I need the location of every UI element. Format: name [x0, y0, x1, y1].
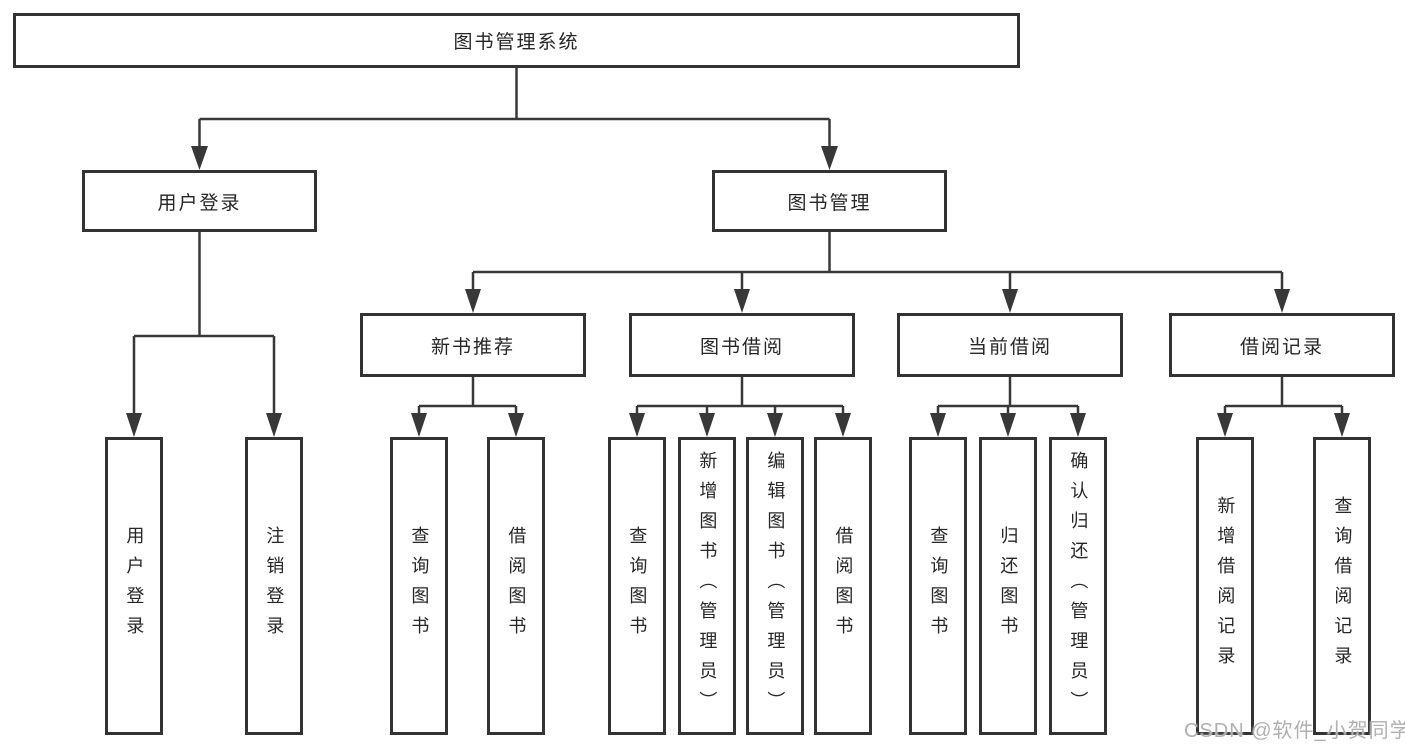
leaf-query-borrow-record-label: 查询借阅记录 — [1332, 496, 1353, 676]
leaf-query-books-borrow: 查询图书 — [608, 437, 666, 735]
node-book-borrowing-label: 图书借阅 — [699, 336, 784, 358]
leaf-return-books: 归还图书 — [979, 437, 1037, 735]
leaf-edit-books-admin-label: 编辑图书（管理员） — [765, 451, 786, 721]
leaf-add-books-admin-label: 新增图书（管理员） — [697, 451, 718, 721]
node-borrowing-records: 借阅记录 — [1169, 313, 1395, 377]
leaf-query-books-recommend-label: 查询图书 — [409, 526, 430, 646]
node-user-login-branch-label: 用户登录 — [157, 192, 242, 214]
leaf-query-books-recommend: 查询图书 — [390, 437, 448, 735]
leaf-query-borrow-record: 查询借阅记录 — [1313, 437, 1371, 735]
leaf-borrow-books-recommend: 借阅图书 — [487, 437, 545, 735]
node-new-book-recommend-label: 新书推荐 — [430, 336, 515, 358]
node-book-management-label: 图书管理 — [787, 192, 872, 214]
node-current-borrowing-label: 当前借阅 — [967, 336, 1052, 358]
leaf-query-books-current: 查询图书 — [909, 437, 967, 735]
leaf-return-books-label: 归还图书 — [998, 526, 1019, 646]
leaf-borrow-books-recommend-label: 借阅图书 — [506, 526, 527, 646]
leaf-borrow-books: 借阅图书 — [814, 437, 872, 735]
leaf-query-books-borrow-label: 查询图书 — [627, 526, 648, 646]
leaf-add-borrow-record: 新增借阅记录 — [1196, 437, 1254, 735]
leaf-add-borrow-record-label: 新增借阅记录 — [1215, 496, 1236, 676]
node-borrowing-records-label: 借阅记录 — [1239, 336, 1324, 358]
leaf-confirm-return-admin: 确认归还（管理员） — [1049, 437, 1107, 735]
node-book-borrowing: 图书借阅 — [629, 313, 855, 377]
node-user-login-branch: 用户登录 — [82, 170, 317, 232]
node-new-book-recommend: 新书推荐 — [360, 313, 586, 377]
arrowhead-group — [126, 146, 1350, 437]
node-library-system-label: 图书管理系统 — [453, 32, 580, 53]
leaf-confirm-return-admin-label: 确认归还（管理员） — [1068, 451, 1089, 721]
watermark: CSDN @软件_小贺同学 — [1184, 720, 1405, 742]
leaf-borrow-books-label: 借阅图书 — [833, 526, 854, 646]
leaf-logout: 注销登录 — [245, 437, 303, 735]
leaf-logout-label: 注销登录 — [264, 526, 285, 646]
node-book-management: 图书管理 — [712, 170, 947, 232]
node-current-borrowing: 当前借阅 — [897, 313, 1123, 377]
leaf-query-books-current-label: 查询图书 — [928, 526, 949, 646]
leaf-add-books-admin: 新增图书（管理员） — [678, 437, 736, 735]
leaf-user-login: 用户登录 — [105, 437, 163, 735]
leaf-user-login-label: 用户登录 — [124, 526, 145, 646]
node-library-system: 图书管理系统 — [13, 13, 1020, 68]
leaf-edit-books-admin: 编辑图书（管理员） — [746, 437, 804, 735]
